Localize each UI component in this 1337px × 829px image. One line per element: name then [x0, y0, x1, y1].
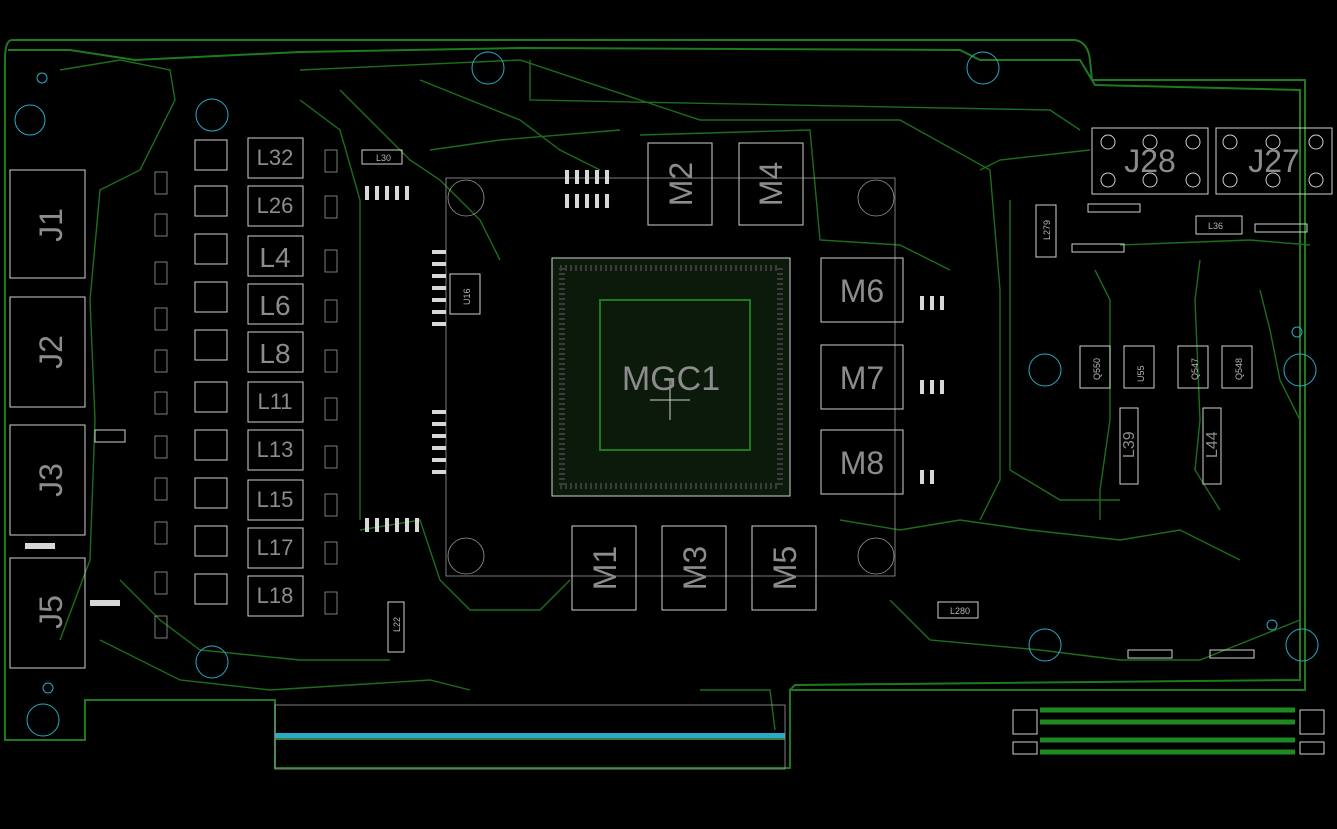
- hole-icon: [195, 98, 229, 132]
- hole-icon: [1028, 353, 1062, 387]
- component-label: L30: [376, 153, 391, 163]
- hole-icon: [1283, 353, 1317, 387]
- inductor-l26: L26: [247, 185, 304, 227]
- inductor-l15: L15: [247, 479, 304, 521]
- inductor-label: L4: [259, 242, 290, 273]
- inductor-label: L18: [257, 583, 294, 608]
- right-power-stage: L279 L36 Q550 U55 Q547 Q548 L39 L44: [1035, 204, 1253, 485]
- memory-label: M4: [753, 162, 789, 206]
- hole-icon: [14, 104, 46, 136]
- hole-icon: [36, 72, 48, 84]
- hole-icon: [1266, 619, 1278, 631]
- component-label: L44: [1204, 431, 1221, 458]
- connector-label: J5: [33, 595, 69, 629]
- component-label: L39: [1121, 431, 1138, 458]
- memory-m8: M8: [820, 429, 904, 495]
- memory-label: M6: [840, 273, 884, 309]
- power-header-j27: J27: [1215, 127, 1333, 195]
- hole-icon: [1028, 628, 1062, 662]
- outline-inner: [8, 46, 1301, 691]
- memory-label: M7: [840, 360, 884, 396]
- memory-label: M2: [663, 162, 699, 206]
- hole-icon: [1291, 326, 1303, 338]
- connector-label: J3: [33, 463, 69, 497]
- component-label: Q547: [1190, 358, 1200, 380]
- connector-j2: J2: [9, 296, 86, 408]
- inductor-l4: L4: [247, 235, 304, 277]
- power-header-label: J27: [1248, 143, 1300, 179]
- memory-m5: M5: [751, 525, 817, 611]
- board-outline: [4, 39, 1306, 769]
- component-label: L36: [1208, 221, 1223, 231]
- memory-m4: M4: [738, 142, 804, 226]
- l36-component: L280: [937, 601, 979, 619]
- hole-icon: [195, 645, 229, 679]
- inductor-label: L32: [257, 145, 294, 170]
- connector-j1: J1: [9, 169, 86, 279]
- component-label: Q550: [1092, 358, 1102, 380]
- hole-icon: [471, 51, 505, 85]
- memory-label: M5: [767, 546, 803, 590]
- component-label: L280: [950, 606, 970, 616]
- memory-m6: M6: [820, 257, 904, 323]
- memory-m3: M3: [661, 525, 727, 611]
- inductor-label: L15: [257, 487, 294, 512]
- component-label: L22: [392, 617, 402, 632]
- power-header-label: J28: [1124, 143, 1176, 179]
- component-label: U16: [462, 288, 472, 305]
- inductor-label: L6: [259, 290, 290, 321]
- inductor-l6: L6: [247, 283, 304, 325]
- inductor-l18: L18: [247, 575, 304, 617]
- inductor-column: L32 L26 L4 L6 L8 L11 L13 L15: [247, 137, 304, 617]
- bottom-right-traces: [1012, 707, 1325, 755]
- connector-label: J1: [33, 208, 69, 242]
- inductor-label: L17: [257, 535, 294, 560]
- hole-icon: [26, 703, 60, 737]
- inductor-label: L8: [259, 338, 290, 369]
- inductor-label: L26: [257, 193, 294, 218]
- hole-icon: [966, 51, 1000, 85]
- memory-m1: M1: [571, 525, 637, 611]
- inductor-l11: L11: [247, 381, 304, 423]
- l30-component: L30: [361, 149, 403, 165]
- gpu-label: MGC1: [622, 360, 720, 398]
- pcie-edge-connector: [274, 704, 786, 770]
- memory-m2: M2: [647, 142, 713, 226]
- memory-label: M3: [677, 546, 713, 590]
- hole-icon: [1285, 628, 1319, 662]
- connector-j3: J3: [9, 424, 86, 536]
- memory-m7: M7: [820, 344, 904, 410]
- passive-arrays: [25, 170, 1308, 659]
- component-label: Q548: [1234, 358, 1244, 380]
- inductor-label: L13: [257, 437, 294, 462]
- power-header-j28: J28: [1091, 127, 1209, 195]
- l22-component: L22: [387, 601, 405, 653]
- inductor-l32: L32: [247, 137, 304, 179]
- memory-label: M8: [840, 445, 884, 481]
- inductor-l8: L8: [247, 331, 304, 373]
- inductor-l17: L17: [247, 527, 304, 569]
- mounting-holes: [14, 51, 1319, 737]
- component-label: L279: [1042, 220, 1052, 240]
- component-label: U55: [1136, 365, 1146, 382]
- u16-component: U16: [449, 273, 481, 315]
- memory-label: M1: [587, 546, 623, 590]
- inductor-l13: L13: [247, 429, 304, 471]
- connector-j5: J5: [9, 557, 86, 669]
- connector-label: J2: [33, 335, 69, 369]
- vrm-driver-column: [154, 139, 338, 639]
- trace-layer: [59, 59, 1311, 731]
- gpu-package: MGC1: [445, 177, 896, 577]
- inductor-label: L11: [257, 389, 292, 414]
- hole-icon: [42, 682, 54, 694]
